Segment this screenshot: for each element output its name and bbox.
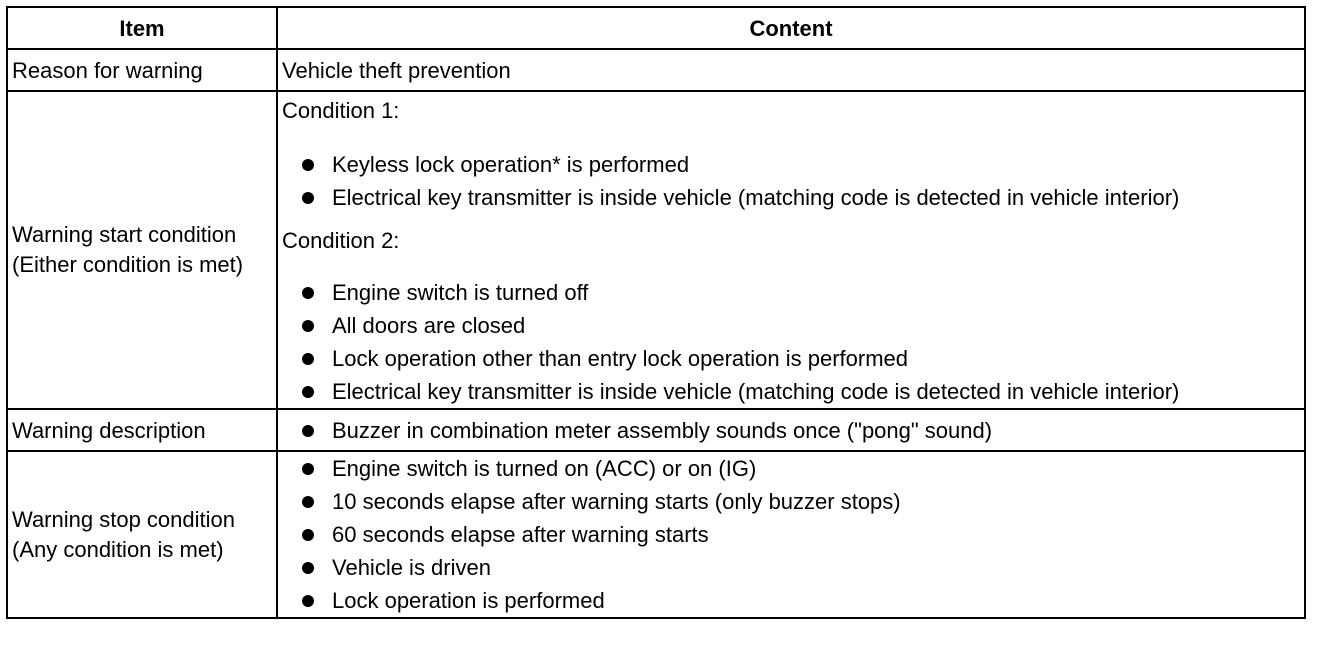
- header-item: Item: [6, 6, 278, 50]
- list-item: Electrical key transmitter is inside veh…: [282, 181, 1304, 214]
- list-item: Engine switch is turned on (ACC) or on (…: [282, 452, 1304, 485]
- header-content: Content: [276, 6, 1306, 50]
- stop-item-text: 10 seconds elapse after warning starts (…: [332, 489, 901, 514]
- condition1-label: Condition 1:: [282, 98, 400, 123]
- stop-item-cell: Warning stop condition (Any condition is…: [6, 450, 278, 619]
- stop-item-text: 60 seconds elapse after warning starts: [332, 522, 709, 547]
- condition1-item-text: Electrical key transmitter is inside veh…: [332, 185, 1180, 210]
- table-row-start-condition: Warning start condition (Either conditio…: [6, 90, 1306, 410]
- description-content-cell: Buzzer in combination meter assembly sou…: [276, 408, 1306, 452]
- start-item-cell: Warning start condition (Either conditio…: [6, 90, 278, 410]
- condition2-item-text: Electrical key transmitter is inside veh…: [332, 379, 1180, 404]
- list-item: All doors are closed: [282, 309, 1304, 342]
- description-item-text: Buzzer in combination meter assembly sou…: [332, 417, 993, 443]
- stop-item-text: Engine switch is turned on (ACC) or on (…: [332, 456, 757, 481]
- start-content-cell: Condition 1: Keyless lock operation* is …: [276, 90, 1306, 410]
- condition2-list: Engine switch is turned off All doors ar…: [282, 276, 1304, 408]
- list-item: Buzzer in combination meter assembly sou…: [282, 414, 1304, 447]
- start-item-line2: (Either condition is met): [12, 252, 244, 277]
- condition2-item-text: Lock operation other than entry lock ope…: [332, 346, 908, 371]
- list-item: Keyless lock operation* is performed: [282, 148, 1304, 181]
- bullet-icon: [302, 496, 314, 508]
- stop-list: Engine switch is turned on (ACC) or on (…: [282, 452, 1304, 617]
- start-item-line1: Warning start condition: [12, 222, 237, 247]
- list-item: Engine switch is turned off: [282, 276, 1304, 309]
- bullet-icon: [302, 287, 314, 299]
- table-row-stop-condition: Warning stop condition (Any condition is…: [6, 450, 1306, 619]
- bullet-icon: [302, 463, 314, 475]
- bullet-icon: [302, 159, 314, 171]
- condition2-item-text: Engine switch is turned off: [332, 280, 589, 305]
- bullet-icon: [302, 595, 314, 607]
- condition1-list: Keyless lock operation* is performed Ele…: [282, 148, 1304, 214]
- table-row-reason: Reason for warning Vehicle theft prevent…: [6, 48, 1306, 92]
- bullet-icon: [302, 386, 314, 398]
- stop-item-text: Lock operation is performed: [332, 588, 605, 613]
- description-item-cell: Warning description: [6, 408, 278, 452]
- list-item: 10 seconds elapse after warning starts (…: [282, 485, 1304, 518]
- list-item: Electrical key transmitter is inside veh…: [282, 375, 1304, 408]
- condition1-item-text: Keyless lock operation* is performed: [332, 152, 690, 177]
- list-item: Lock operation is performed: [282, 584, 1304, 617]
- condition2-label: Condition 2:: [282, 228, 400, 253]
- bullet-icon: [302, 192, 314, 204]
- reason-content-cell: Vehicle theft prevention: [276, 48, 1306, 92]
- bullet-icon: [302, 562, 314, 574]
- description-list: Buzzer in combination meter assembly sou…: [282, 414, 1304, 447]
- list-item: 60 seconds elapse after warning starts: [282, 518, 1304, 551]
- list-item: Vehicle is driven: [282, 551, 1304, 584]
- list-item: Lock operation other than entry lock ope…: [282, 342, 1304, 375]
- stop-item-line2: (Any condition is met): [12, 536, 224, 562]
- bullet-icon: [302, 353, 314, 365]
- bullet-icon: [302, 424, 314, 437]
- bullet-icon: [302, 529, 314, 541]
- warning-table: Item Content Reason for warning Vehicle …: [6, 6, 1306, 619]
- condition2-item-text: All doors are closed: [332, 313, 526, 338]
- bullet-icon: [302, 320, 314, 332]
- header-row: Item Content: [6, 6, 1306, 50]
- stop-item-line1: Warning stop condition: [12, 506, 235, 532]
- reason-item-cell: Reason for warning: [6, 48, 278, 92]
- stop-item-text: Vehicle is driven: [332, 555, 491, 580]
- stop-content-cell: Engine switch is turned on (ACC) or on (…: [276, 450, 1306, 619]
- table-row-description: Warning description Buzzer in combinatio…: [6, 408, 1306, 452]
